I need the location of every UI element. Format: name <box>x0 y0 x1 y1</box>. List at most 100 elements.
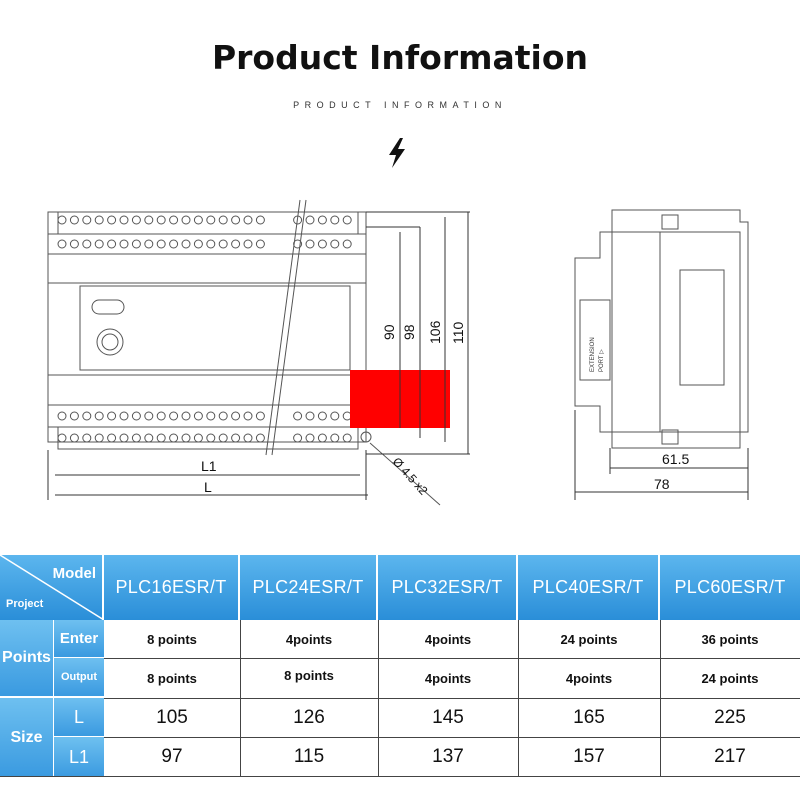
terminal-circle <box>57 433 67 443</box>
terminal-circle <box>330 239 340 249</box>
terminal-circle <box>218 215 228 225</box>
terminal-circle <box>206 239 216 249</box>
enter-cell-2: 4points <box>424 631 472 647</box>
terminal-circle <box>330 433 340 443</box>
terminal-circle <box>69 433 79 443</box>
terminal-circle <box>305 433 315 443</box>
terminal-circle <box>69 411 79 421</box>
terminal-circle <box>243 411 253 421</box>
corner-model: Model <box>52 565 96 582</box>
terminal-circle <box>342 433 352 443</box>
terminal-circle <box>206 433 216 443</box>
terminal-circle <box>193 215 203 225</box>
l-cell-1: 126 <box>293 706 325 728</box>
terminal-circle <box>243 215 253 225</box>
terminal-circle <box>317 433 327 443</box>
corner-project: Project <box>6 598 44 610</box>
terminal-circle <box>144 215 154 225</box>
terminal-circle <box>82 433 92 443</box>
terminal-circle <box>107 433 117 443</box>
terminal-circle <box>231 433 241 443</box>
terminal-circle <box>293 433 303 443</box>
terminal-circle <box>144 411 154 421</box>
terminal-circle <box>82 215 92 225</box>
port-label-2: PORT ▷ <box>599 349 605 372</box>
terminal-circle <box>317 215 327 225</box>
terminal-circle <box>206 411 216 421</box>
output-cell-3: 4points <box>565 670 613 686</box>
terminal-circle <box>243 433 253 443</box>
output-label: Output <box>54 658 104 698</box>
terminal-circle <box>57 411 67 421</box>
terminal-circle <box>342 239 352 249</box>
terminal-circle <box>342 215 352 225</box>
terminal-circle <box>293 239 303 249</box>
output-cell-2: 4points <box>424 670 472 686</box>
model-header-2: PLC32ESR/T <box>378 555 518 620</box>
points-label: Points <box>0 620 54 698</box>
dim-98: 98 <box>401 324 417 340</box>
output-cell-0: 8 points <box>147 670 197 686</box>
output-cell-4: 24 points <box>701 670 759 686</box>
terminal-circle <box>94 215 104 225</box>
corner-header: Model Project <box>0 555 104 620</box>
dim-61-5: 61.5 <box>662 451 689 467</box>
spec-table: Model Project PLC16ESR/T PLC24ESR/T PLC3… <box>0 555 800 777</box>
terminal-circle <box>131 215 141 225</box>
terminal-circle <box>206 215 216 225</box>
page-title: Product Information <box>211 38 589 77</box>
terminal-circle <box>193 239 203 249</box>
enter-cell-3: 24 points <box>560 631 618 647</box>
l1-cell-4: 217 <box>714 746 746 767</box>
terminal-circle <box>317 411 327 421</box>
terminal-circle <box>119 215 129 225</box>
dim-90: 90 <box>381 324 397 340</box>
terminal-circle <box>305 239 315 249</box>
terminal-circle <box>82 411 92 421</box>
terminal-circle <box>57 239 67 249</box>
terminal-circle <box>169 239 179 249</box>
dim-78: 78 <box>654 476 670 492</box>
dim-106: 106 <box>427 320 443 344</box>
terminal-circle <box>107 239 117 249</box>
model-header-3: PLC40ESR/T <box>518 555 660 620</box>
terminal-circle <box>218 411 228 421</box>
model-header-0: PLC16ESR/T <box>104 555 240 620</box>
lightning-bolt-icon <box>389 138 405 168</box>
terminal-circle <box>193 433 203 443</box>
terminal-circle <box>193 411 203 421</box>
terminal-circle <box>94 411 104 421</box>
l1-cell-3: 157 <box>573 746 605 767</box>
terminal-circle <box>255 215 265 225</box>
terminal-circle <box>57 215 67 225</box>
terminal-circle <box>305 215 315 225</box>
terminal-circle <box>218 433 228 443</box>
l1-cell-2: 137 <box>432 746 464 767</box>
terminal-circle <box>181 411 191 421</box>
terminal-circle <box>169 411 179 421</box>
terminal-circle <box>305 411 315 421</box>
terminal-circle <box>156 215 166 225</box>
l-cell-0: 105 <box>156 706 188 728</box>
terminal-circle <box>69 239 79 249</box>
terminal-circle <box>330 411 340 421</box>
terminal-circle <box>144 433 154 443</box>
output-cell-1: 8 points <box>284 667 334 683</box>
side-view <box>574 209 749 449</box>
terminal-circle <box>156 239 166 249</box>
dim-l1: L1 <box>201 458 217 474</box>
terminal-circle <box>169 433 179 443</box>
terminal-circle <box>293 411 303 421</box>
dim-hole: Ø 4.5 x2 <box>390 455 431 498</box>
terminal-circle <box>131 239 141 249</box>
port-label-1: EXTENSION <box>590 337 596 372</box>
terminal-circle <box>255 411 265 421</box>
enter-cell-0: 8 points <box>147 631 197 647</box>
terminal-circle <box>218 239 228 249</box>
terminal-circle <box>330 215 340 225</box>
terminal-circle <box>107 411 117 421</box>
terminal-circle <box>231 239 241 249</box>
size-label: Size <box>0 698 54 777</box>
terminal-circle <box>181 433 191 443</box>
terminal-circle <box>181 215 191 225</box>
